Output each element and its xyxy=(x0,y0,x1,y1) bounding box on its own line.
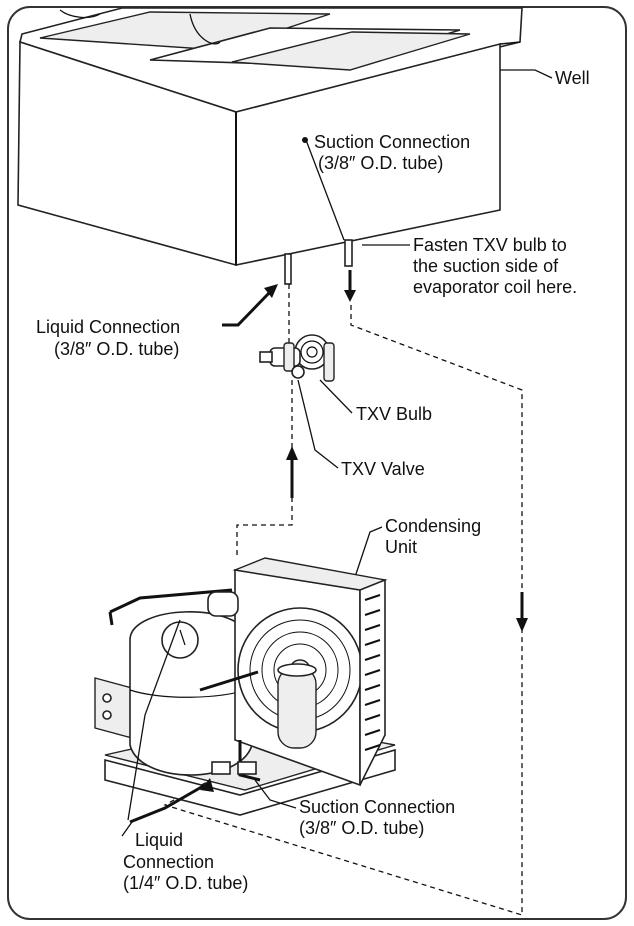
suction-line xyxy=(163,305,523,916)
txv-valve-label: TXV Valve xyxy=(341,459,425,479)
liquid-bottom-arrow xyxy=(129,783,206,824)
suction-connection-top-size: (3/8″ O.D. tube) xyxy=(318,153,443,173)
liquid-top-leader-line xyxy=(222,290,272,327)
condensing-unit-label-line2: Unit xyxy=(385,537,417,557)
receiver-tank xyxy=(277,667,317,749)
condensing-unit-label-line1: Condensing xyxy=(385,516,481,536)
condensing-unit-illustration xyxy=(94,557,396,816)
liquid-connection-bottom-size: (1/4″ O.D. tube) xyxy=(123,873,248,893)
fasten-label-line3: evaporator coil here. xyxy=(413,277,577,297)
base-plate xyxy=(104,748,396,816)
suction-connection-bottom-label: Suction Connection xyxy=(299,797,455,817)
suction-bottom-leader-line xyxy=(254,779,297,809)
flow-arrow-up-head xyxy=(286,446,298,460)
liquid-connection-top-label: Liquid Connection xyxy=(36,317,180,337)
pressure-gauge xyxy=(161,621,199,659)
liquid-service-valve xyxy=(211,761,231,775)
liquid-bottom-arrow-head xyxy=(200,778,214,792)
well-suction-stub xyxy=(344,239,353,267)
condensing-unit-leader-line xyxy=(354,526,383,578)
well-illustration xyxy=(17,7,523,285)
suction-service-valve xyxy=(237,761,257,775)
txv-assembly xyxy=(259,334,335,382)
liquid-bottom-leader-line xyxy=(127,619,181,821)
txv-bulb-label: TXV Bulb xyxy=(356,404,432,424)
flow-arrow-down-right-head xyxy=(516,618,528,632)
suction-top-leader-dot xyxy=(302,137,308,143)
fasten-label-line2: the suction side of xyxy=(413,256,559,276)
liquid-top-leader-head xyxy=(264,284,278,298)
junction-box xyxy=(94,677,133,739)
well-liquid-stub xyxy=(284,253,292,285)
txv-bulb-leader-line xyxy=(319,379,353,414)
txv-bulb xyxy=(323,342,335,382)
flow-arrow-down-top-head xyxy=(344,290,356,302)
well-leader-line xyxy=(500,69,553,79)
liquid-connection-bottom-label-2: Connection xyxy=(123,852,214,872)
txv-valve-leader-line xyxy=(297,379,339,469)
well-label: Well xyxy=(555,68,590,88)
suction-top-leader-line xyxy=(305,139,345,241)
suction-connection-top-label: Suction Connection xyxy=(314,132,470,152)
liquid-connection-top-size: (3/8″ O.D. tube) xyxy=(54,339,179,359)
suction-connection-bottom-size: (3/8″ O.D. tube) xyxy=(299,818,424,838)
liquid-connection-bottom-label-1: Liquid xyxy=(135,830,183,850)
fasten-label-line1: Fasten TXV bulb to xyxy=(413,235,567,255)
